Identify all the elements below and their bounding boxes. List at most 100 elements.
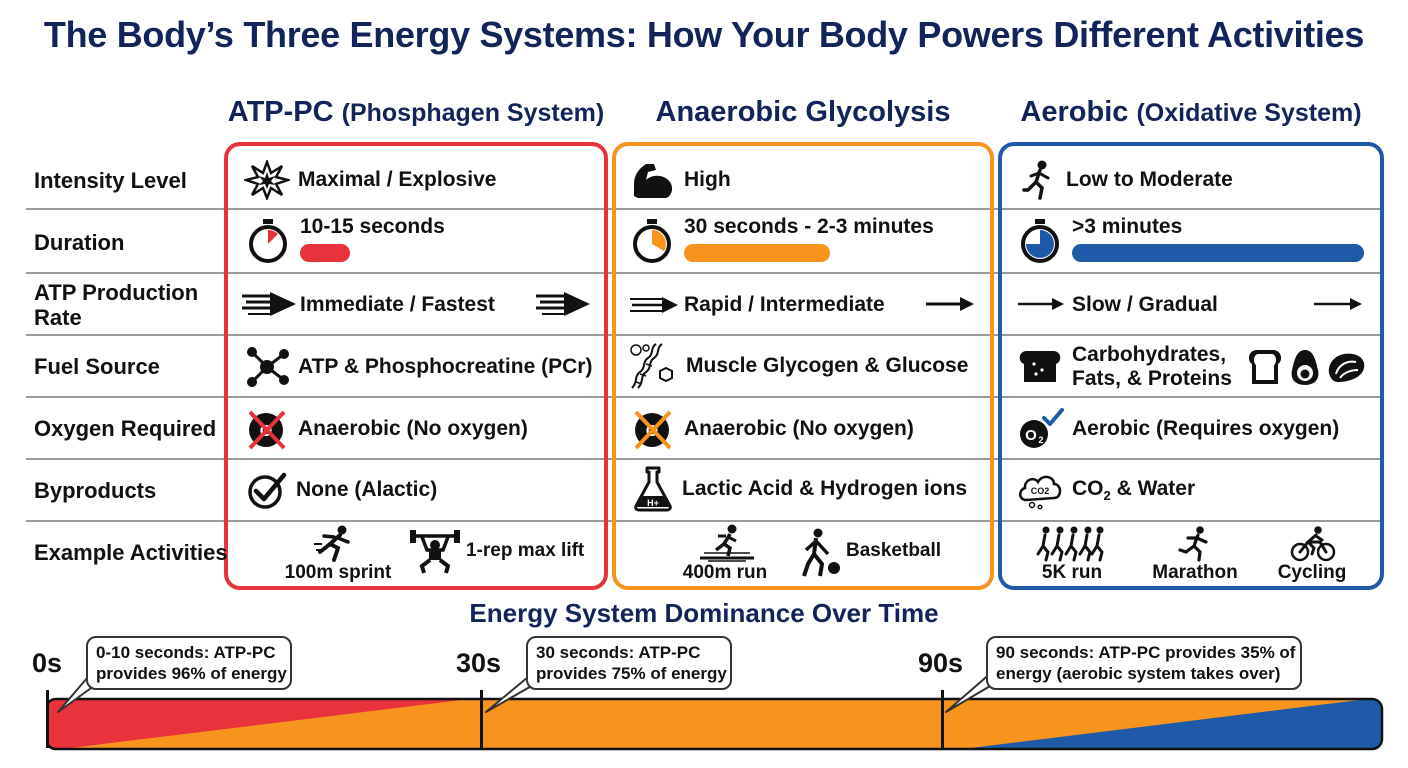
cyclist-icon [1290, 526, 1336, 567]
fast-arrow-icon [534, 288, 592, 325]
row-label-duration: Duration [34, 230, 125, 255]
aerobic-duration-text: >3 minutes [1072, 215, 1183, 238]
atp-duration-text: 10-15 seconds [300, 215, 445, 238]
tick-label-30s: 30s [456, 648, 502, 678]
row-label-intensity: Intensity Level [34, 168, 187, 193]
atp-system-header: ATP-PC (Phosphagen System) [224, 96, 608, 136]
anaerobic-system-header: Anaerobic Glycolysis [612, 96, 994, 136]
molecule-icon [247, 347, 289, 387]
track-runner-icon [698, 524, 756, 567]
atp-byproducts-text: None (Alactic) [296, 478, 438, 501]
avocado-icon [1291, 350, 1319, 385]
aerobic-duration-bar [1072, 244, 1364, 262]
row-label-activities: Example Activities [34, 540, 228, 565]
aerobic-activity-2: Marathon [1152, 562, 1238, 583]
aerobic-system-name: Aerobic [1020, 96, 1129, 128]
row-divider [26, 208, 1382, 210]
jogger-icon [1022, 160, 1050, 200]
row-label-byproducts: Byproducts [34, 478, 157, 503]
aerobic-intensity-cell: Low to Moderate [1018, 160, 1233, 200]
tick-label-0s: 0s [32, 648, 63, 678]
anaerobic-intensity-cell: High [630, 160, 731, 200]
no-oxygen-icon: O [634, 410, 672, 450]
atp-rate-text: Immediate / Fastest [300, 293, 495, 316]
stopwatch-icon [246, 218, 290, 269]
atp-fuel-text: ATP & Phosphocreatine (PCr) [298, 355, 593, 378]
atp-rate-cell: Immediate / Fastest [300, 290, 495, 320]
svg-text:H+: H+ [647, 498, 659, 508]
row-divider [26, 458, 1382, 460]
weightlifter-icon [408, 528, 462, 579]
aerobic-fuel-cell: Carbohydrates, Fats, & Proteins [1072, 343, 1232, 391]
aerobic-rate-cell: Slow / Gradual [1072, 290, 1218, 320]
flexed-arm-icon [634, 164, 673, 198]
anaerobic-oxygen-text: Anaerobic (No oxygen) [684, 417, 914, 440]
timeline-marker-30s [480, 690, 483, 748]
atp-system-subtitle: (Phosphagen System) [341, 99, 605, 127]
co2-cloud-icon: CO2 [1019, 475, 1062, 510]
sprinter-icon [314, 524, 354, 567]
anaerobic-system-name: Anaerobic Glycolysis [655, 96, 951, 128]
aerobic-activity-3: Cycling [1277, 562, 1347, 583]
anaerobic-duration-bar [684, 244, 830, 262]
aerobic-system-header: Aerobic (Oxidative System) [998, 96, 1384, 136]
glycogen-icon [630, 343, 673, 389]
aerobic-duration-cell: >3 minutes [1072, 214, 1182, 240]
aerobic-activity-1: 5K run [1041, 562, 1103, 583]
anaerobic-rate-text: Rapid / Intermediate [684, 293, 885, 316]
anaerobic-fuel-text: Muscle Glycogen & Glucose [686, 354, 969, 377]
aerobic-fuel-line1: Carbohydrates, [1072, 343, 1227, 366]
aerobic-oxygen-text: Aerobic (Requires oxygen) [1072, 417, 1340, 440]
page-title: The Body’s Three Energy Systems: How You… [43, 14, 1365, 55]
atp-intensity-text: Maximal / Explosive [298, 168, 497, 191]
dominance-bar [44, 697, 1384, 756]
fast-arrow-icon [240, 288, 298, 325]
checkmark-icon [248, 472, 287, 509]
atp-system-name: ATP-PC [227, 96, 334, 128]
aerobic-system-subtitle: (Oxidative System) [1136, 99, 1362, 127]
marathon-runner-icon [1174, 526, 1216, 567]
steak-icon [1328, 353, 1365, 382]
slow-arrow-icon [1016, 294, 1066, 319]
atp-activity-2: 1-rep max lift [466, 540, 585, 561]
atp-fuel-cell: ATP & Phosphocreatine (PCr) [244, 346, 592, 388]
food-icons [1248, 346, 1368, 391]
anaerobic-rate-cell: Rapid / Intermediate [684, 290, 885, 320]
anaerobic-byproducts-cell: H+ Lactic Acid & Hydrogen ions [632, 466, 967, 512]
anaerobic-intensity-text: High [684, 168, 731, 191]
aerobic-column-box [998, 142, 1384, 590]
atp-column-box [224, 142, 608, 590]
tick-label-90s: 90s [918, 648, 964, 678]
atp-oxygen-cell: O Anaerobic (No oxygen) [244, 408, 528, 450]
bread-slice-icon [1248, 350, 1282, 384]
row-divider [26, 272, 1382, 274]
medium-arrow-icon [628, 292, 680, 323]
flask-icon: H+ [634, 466, 672, 512]
stopwatch-icon [630, 218, 674, 269]
no-oxygen-icon: O [248, 410, 286, 450]
aerobic-rate-text: Slow / Gradual [1072, 293, 1218, 316]
anaerobic-fuel-cell: Muscle Glycogen & Glucose [628, 342, 968, 390]
row-divider [26, 334, 1382, 336]
timeline-title: Energy System Dominance Over Time [469, 598, 939, 628]
anaerobic-activity-2: Basketball [846, 540, 942, 561]
aerobic-fuel-line2: Fats, & Proteins [1072, 367, 1232, 390]
row-label-fuel: Fuel Source [34, 354, 160, 379]
atp-intensity-cell: Maximal / Explosive [244, 160, 496, 200]
atp-duration-cell: 10-15 seconds [300, 214, 445, 240]
timeline-marker-0s [46, 690, 49, 748]
bread-icon [1018, 348, 1062, 389]
anaerobic-byproducts-text: Lactic Acid & Hydrogen ions [682, 477, 968, 500]
row-label-oxygen: Oxygen Required [34, 416, 217, 441]
slow-arrow-icon [1312, 294, 1364, 319]
row-divider [26, 396, 1382, 398]
anaerobic-duration-text: 30 seconds - 2-3 minutes [684, 215, 934, 238]
row-label-atp-rate: ATP Production Rate [34, 280, 199, 330]
svg-text:O: O [1025, 427, 1037, 444]
row-divider [26, 520, 1382, 522]
